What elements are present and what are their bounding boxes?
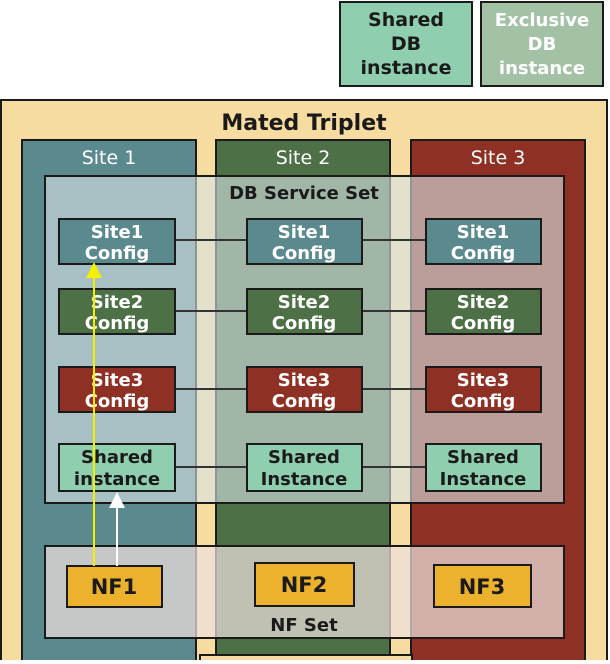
legend-shared-line1: Shared	[368, 9, 444, 31]
nf2-box	[254, 562, 355, 607]
site1-config-box-2	[246, 218, 363, 265]
bottom-partial-box	[199, 654, 413, 664]
nf3-label: NF3	[459, 575, 506, 599]
replication-links	[175, 239, 426, 468]
legend-shared-line3: instance	[361, 57, 452, 79]
legend-exclusive-box	[480, 1, 604, 87]
nf-set-title: NF Set	[270, 615, 338, 636]
nf3-box	[433, 564, 532, 608]
row-shared-instance: Shared instance Shared Instance Shared I…	[58, 443, 542, 492]
site2-config-3-line2: Config	[451, 313, 516, 334]
site3-config-box-2	[246, 366, 363, 413]
legend-exclusive-line1: Exclusive	[495, 10, 589, 31]
site1-config-box-3	[425, 218, 542, 265]
shared-instance-1-line1: Shared	[81, 447, 153, 468]
site2-config-3-line1: Site2	[457, 292, 509, 313]
site2-config-2-line1: Site2	[278, 292, 330, 313]
site2-config-box-2	[246, 288, 363, 335]
site2-config-box-3	[425, 288, 542, 335]
shared-instance-2-line2: Instance	[261, 469, 348, 490]
legend: Shared DB instance Exclusive DB instance	[339, 1, 604, 87]
site1-config-2-line1: Site1	[278, 222, 330, 243]
site-3-label: Site 3	[471, 147, 526, 169]
nf1-label: NF1	[91, 575, 138, 599]
nf-items: NF1 NF2 NF3	[66, 562, 532, 608]
site3-config-1-line1: Site3	[91, 370, 143, 391]
shared-instance-3-line1: Shared	[447, 447, 519, 468]
shared-instance-2-line1: Shared	[268, 447, 340, 468]
db-service-set-title: DB Service Set	[229, 183, 379, 204]
nf2-label: NF2	[281, 573, 328, 597]
site-2-label: Site 2	[276, 147, 331, 169]
shared-instance-box-1	[58, 443, 176, 492]
row-site2-config: Site2 Config Site2 Config Site2 Config	[58, 288, 542, 335]
shared-instance-box-2	[246, 443, 363, 492]
site1-config-2-line2: Config	[272, 243, 337, 264]
shared-instance-3-line2: Instance	[440, 469, 527, 490]
site3-config-box-1	[58, 366, 176, 413]
nf1-box	[66, 565, 163, 608]
shared-instance-1-line2: instance	[74, 469, 160, 490]
site1-config-3-line2: Config	[451, 243, 516, 264]
site3-config-3-line2: Config	[451, 391, 516, 412]
site2-config-box-1	[58, 288, 176, 335]
site3-config-1-line2: Config	[85, 391, 150, 412]
row-site3-config: Site3 Config Site3 Config Site3 Config	[58, 366, 542, 413]
access-arrows	[86, 262, 125, 566]
legend-shared-line2: DB	[391, 33, 421, 55]
mated-triplet-title: Mated Triplet	[221, 111, 387, 136]
row-site1-config: Site1 Config Site1 Config Site1 Config	[58, 218, 542, 265]
site3-config-2-line2: Config	[272, 391, 337, 412]
site3-config-2-line1: Site3	[278, 370, 330, 391]
legend-exclusive-line2: DB	[528, 34, 557, 55]
site1-config-3-line1: Site1	[457, 222, 509, 243]
site-1-label: Site 1	[82, 147, 137, 169]
site1-config-1-line1: Site1	[91, 222, 143, 243]
shared-instance-box-3	[425, 443, 542, 492]
legend-exclusive-line3: instance	[499, 58, 585, 79]
site2-config-2-line2: Config	[272, 313, 337, 334]
site1-config-box-1	[58, 218, 176, 265]
site2-config-1-line1: Site2	[91, 292, 143, 313]
legend-shared-box	[339, 1, 473, 87]
site1-config-1-line2: Config	[85, 243, 150, 264]
site3-config-box-3	[425, 366, 542, 413]
site2-config-1-line2: Config	[85, 313, 150, 334]
site3-config-3-line1: Site3	[457, 370, 509, 391]
